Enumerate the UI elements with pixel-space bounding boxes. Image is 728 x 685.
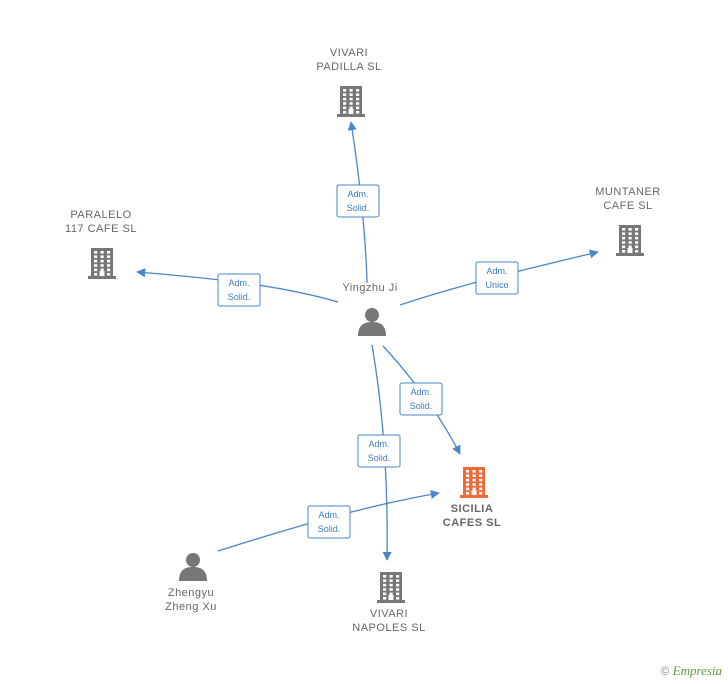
node-sicilia[interactable]: SICILIA CAFES SL [443,467,501,529]
building-icon [377,572,405,603]
edge-label-text: Solid. [347,203,370,213]
node-paralelo[interactable]: PARALELO 117 CAFE SL [65,209,137,279]
copyright-symbol: © [660,664,670,678]
node-label: VIVARI [330,47,368,59]
edge-label-text: Adm. [368,439,389,449]
node-label: NAPOLES SL [352,622,425,634]
node-label: Zheng Xu [165,601,217,613]
edge-label-text: Adm. [410,387,431,397]
node-vivari_padilla[interactable]: VIVARI PADILLA SL [316,47,381,117]
edge-label-box[interactable] [399,382,443,416]
edge-label-text: Solid. [410,401,433,411]
edge-label-box[interactable] [307,505,351,539]
edge-label-text: Adm. [318,510,339,520]
edge-zhengyu-sicilia: Adm. Solid. [217,489,440,552]
edge-yingzhu-vivari_padilla: Adm. Solid. [336,121,380,284]
edge-label-text: Solid. [318,524,341,534]
node-label: VIVARI [370,608,408,620]
node-label: CAFE SL [603,200,652,212]
node-label: CAFES SL [443,517,501,529]
edge-label-text: Unico [485,280,508,290]
node-label: Zhengyu [168,587,214,599]
node-label: 117 CAFE SL [65,223,137,235]
building-icon [337,86,365,117]
edge-label-text: Solid. [228,292,251,302]
person-icon [179,553,207,581]
edge-label-text: Adm. [228,278,249,288]
node-label: PARALELO [70,209,131,221]
node-vivari_napoles[interactable]: VIVARI NAPOLES SL [352,572,425,634]
edges-layer: Adm.Solid.Adm.Solid.Adm.UnicoAdm.Solid.A… [136,121,599,561]
edge-yingzhu-vivari_napoles: Adm. Solid. [357,344,401,561]
edge-label-box[interactable] [475,261,519,295]
node-label: Yingzhu Ji [342,282,397,294]
edge-yingzhu-paralelo: Adm. Solid. [136,268,339,307]
node-label: PADILLA SL [316,61,381,73]
edge-label-text: Adm. [486,266,507,276]
edge-label-text: Solid. [368,453,391,463]
edge-label-box[interactable] [217,273,261,307]
building-icon [616,225,644,256]
copyright-footer: © Empresia [660,663,722,679]
node-muntaner[interactable]: MUNTANER CAFE SL [595,186,661,256]
edge-label-box[interactable] [357,434,401,468]
brand-logo[interactable]: Empresia [672,663,722,678]
edge-label-box[interactable] [336,184,380,218]
building-icon [460,467,488,498]
person-icon [358,308,386,336]
node-yingzhu[interactable]: Yingzhu Ji [342,282,397,336]
edge-yingzhu-sicilia: Adm. Solid. [382,345,461,455]
edge-label-text: Adm. [347,189,368,199]
edge-yingzhu-muntaner: Adm. Unico [399,249,599,306]
node-label: MUNTANER [595,186,661,198]
building-icon [88,248,116,279]
node-label: SICILIA [451,503,494,515]
